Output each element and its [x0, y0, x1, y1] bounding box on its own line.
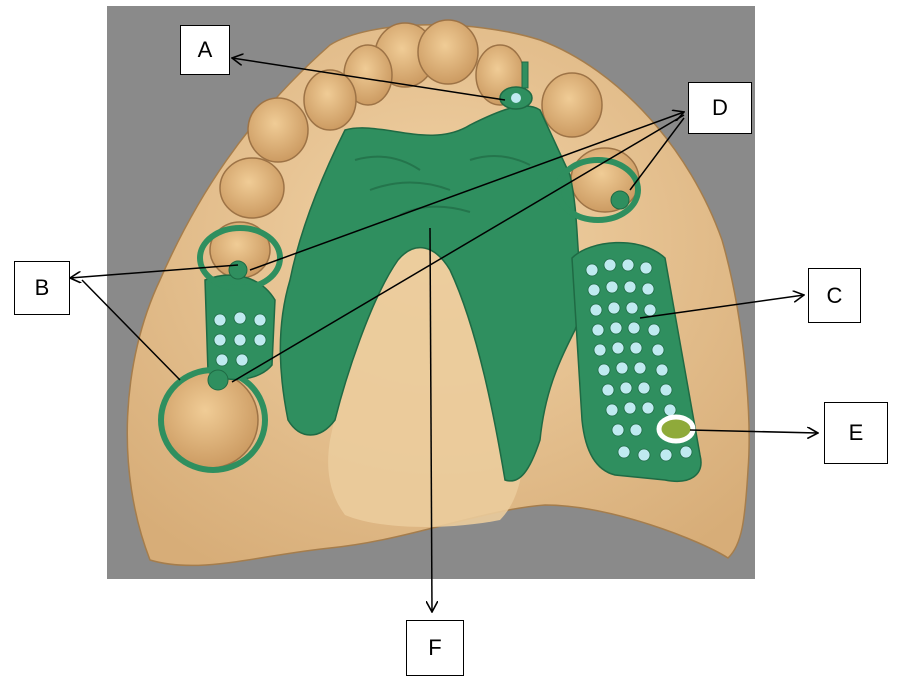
label-f: F [406, 620, 464, 676]
label-f-text: F [428, 635, 441, 661]
label-b-text: B [35, 275, 50, 301]
label-b: B [14, 261, 70, 315]
label-d-text: D [712, 95, 728, 121]
rest-right-premolar [611, 191, 629, 209]
rest-left-molar [208, 370, 228, 390]
label-a: A [180, 25, 230, 75]
rest-left-premolar [229, 261, 247, 279]
tooth-incisor-right [418, 20, 478, 84]
label-d: D [688, 82, 752, 134]
label-c-text: C [827, 283, 843, 309]
label-e: E [824, 402, 888, 464]
label-c: C [808, 268, 861, 323]
tissue-stop [659, 417, 693, 441]
label-e-text: E [849, 420, 864, 446]
tooth-premolar-left-1 [248, 98, 308, 162]
tooth-premolar-left-2 [220, 158, 284, 218]
tooth-canine-right [542, 73, 602, 137]
tooth-canine-left [304, 70, 356, 130]
label-a-text: A [198, 37, 213, 63]
